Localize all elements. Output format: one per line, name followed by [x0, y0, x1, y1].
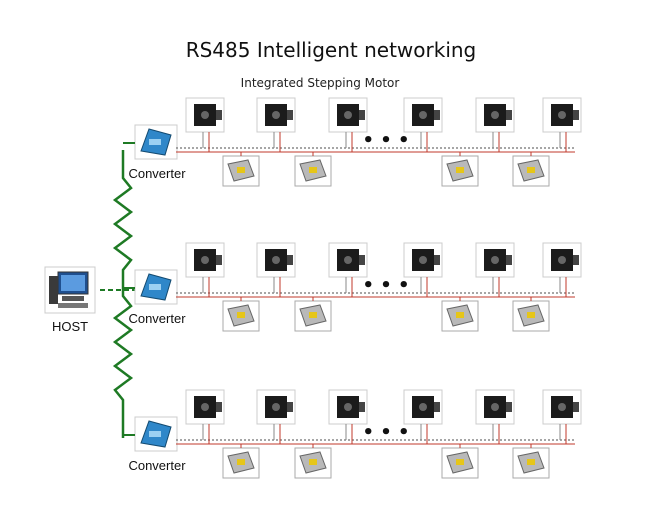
stepper-motor-icon [403, 97, 443, 152]
power-supply-icon [441, 444, 479, 479]
stepper-motor-icon [328, 97, 368, 152]
converter-icon [134, 124, 178, 160]
power-supply-icon [294, 152, 332, 187]
power-supply-icon [441, 297, 479, 332]
stepper-motor-icon [475, 389, 515, 444]
power-supply-icon [222, 297, 260, 332]
power-supply-icon [294, 444, 332, 479]
host-computer-icon [44, 266, 96, 314]
host-label: HOST [52, 319, 88, 334]
rs485-bus-zigzag [112, 150, 134, 438]
converter-label: Converter [128, 311, 186, 326]
power-supply-icon [512, 444, 550, 479]
stepper-motor-icon [475, 242, 515, 297]
power-supply-icon [294, 297, 332, 332]
diagram-subtitle: Integrated Stepping Motor [241, 76, 400, 90]
stepper-motor-icon [256, 242, 296, 297]
converter-label: Converter [128, 458, 186, 473]
power-supply-icon [222, 444, 260, 479]
continuation-ellipsis: • • • [362, 130, 409, 151]
stepper-motor-icon [185, 97, 225, 152]
stepper-motor-icon [256, 389, 296, 444]
continuation-ellipsis: • • • [362, 422, 409, 443]
stepper-motor-icon [403, 242, 443, 297]
stepper-motor-icon [542, 389, 582, 444]
continuation-ellipsis: • • • [362, 275, 409, 296]
converter-label: Converter [128, 166, 186, 181]
stepper-motor-icon [185, 389, 225, 444]
power-supply-icon [441, 152, 479, 187]
stepper-motor-icon [328, 389, 368, 444]
power-supply-icon [222, 152, 260, 187]
stepper-motor-icon [403, 389, 443, 444]
stepper-motor-icon [185, 242, 225, 297]
power-supply-icon [512, 297, 550, 332]
converter-icon [134, 269, 178, 305]
converter-icon [134, 416, 178, 452]
stepper-motor-icon [542, 242, 582, 297]
network-rows: Converter • • • Converter • • • Converter • •… [123, 97, 582, 479]
row-2: Converter • • • [123, 242, 582, 332]
stepper-motor-icon [256, 97, 296, 152]
stepper-motor-icon [328, 242, 368, 297]
stepper-motor-icon [542, 97, 582, 152]
power-supply-icon [512, 152, 550, 187]
row-3: Converter • • • [123, 389, 582, 479]
diagram-title: RS485 Intelligent networking [186, 38, 477, 62]
stepper-motor-icon [475, 97, 515, 152]
row-1: Converter • • • [123, 97, 582, 187]
